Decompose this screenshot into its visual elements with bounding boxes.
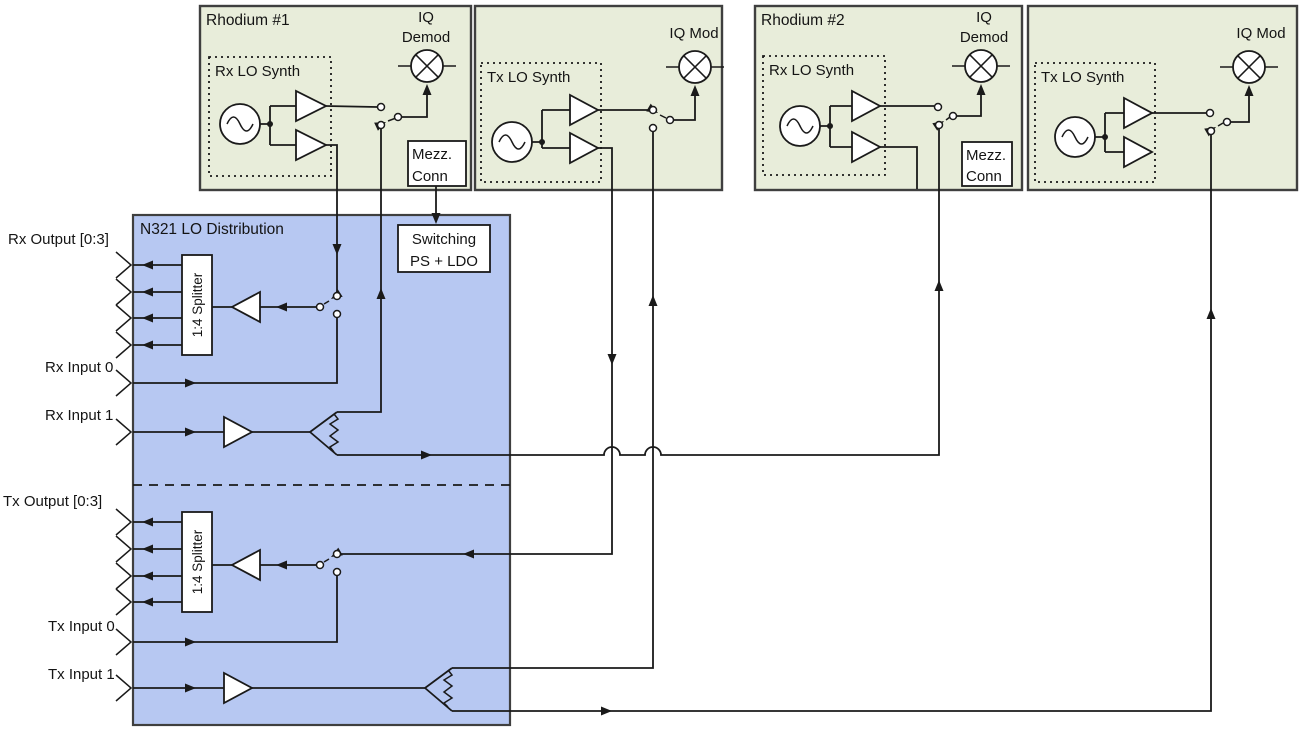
tx-output-wires <box>133 521 182 603</box>
lo-select-switch <box>374 84 432 131</box>
module-rhodium2-tx: Tx LO Synth IQ Mod <box>1026 4 1299 192</box>
rx-source-switch <box>315 289 343 319</box>
mezz-label-line2: Conn <box>966 168 1002 185</box>
psu-label-line1: Switching <box>412 231 476 248</box>
n321-lo-distribution-board: N321 LO Distribution Switching PS + LDO … <box>131 186 512 727</box>
ports: Rx Output [0:3] Rx Input 0 Rx Input 1 Tx… <box>3 231 133 702</box>
rx-splitter: 1:4 Splitter <box>181 254 213 356</box>
rx-lo-synth-label: Rx LO Synth <box>215 63 300 80</box>
amplifier-icon <box>1123 135 1154 169</box>
oscillator-icon <box>1054 116 1096 158</box>
mezz-conn-box: Mezz. Conn <box>407 140 467 187</box>
txin1-to-rh1-mod-wire <box>452 132 654 669</box>
rx-lo-synth-box <box>208 56 332 177</box>
amplifier-icon <box>569 93 600 127</box>
mezz-label-line2: Conn <box>412 168 448 185</box>
tx-source-switch <box>315 547 343 577</box>
distribution-title: N321 LO Distribution <box>140 221 284 238</box>
module-rhodium2-rx: Rhodium #2 Rx LO Synth IQ Demod <box>753 4 1024 192</box>
module-title: Rhodium #2 <box>761 12 845 29</box>
mezz-conn-box: Mezz. Conn <box>961 141 1013 187</box>
tx-input0-wire <box>133 576 338 643</box>
port-chevron-icons <box>115 251 133 702</box>
rh1-rx-export-wire <box>326 144 338 292</box>
mezz-label-line1: Mezz. <box>966 147 1006 164</box>
module-body <box>1026 4 1299 192</box>
rx-input0-label: Rx Input 0 <box>45 359 113 376</box>
rx-resistive-splitter-icon <box>309 411 340 456</box>
module-rhodium1-tx: Tx LO Synth IQ Mod <box>473 4 724 192</box>
amplifier-icon <box>295 128 329 162</box>
tx-input1-label: Tx Input 1 <box>48 666 115 683</box>
amplifier-icon <box>1123 96 1154 130</box>
mixer-label-line1: IQ <box>976 9 992 26</box>
mixer-label: IQ Mod <box>1236 25 1285 42</box>
rx-lo-synth-box <box>762 55 886 176</box>
module-rhodium1-rx: Rhodium #1 Rx LO Synth IQ Demod <box>198 4 473 192</box>
tx-input0-label: Tx Input 0 <box>48 618 115 635</box>
switching-psu-box: Switching PS + LDO <box>397 224 491 273</box>
rx-input0-wire <box>133 318 338 384</box>
oscillator-icon <box>779 105 821 147</box>
rx-lo-synth-label: Rx LO Synth <box>769 62 854 79</box>
mixer-label-line1: IQ <box>418 9 434 26</box>
rx-splitter-label: 1:4 Splitter <box>190 272 205 337</box>
lo-export-stub <box>880 146 918 189</box>
rxin1-to-rh2-demod-wire <box>337 129 940 456</box>
tx1-export-wire <box>341 147 613 555</box>
lo-select-switch <box>1204 85 1254 137</box>
amplifier-icon <box>851 130 882 164</box>
mixer-label-line2: Demod <box>402 29 450 46</box>
tx-lo-synth-box <box>480 62 602 183</box>
amplifier-icon <box>295 89 329 123</box>
mezz-label-line1: Mezz. <box>412 146 452 163</box>
oscillator-icon <box>491 121 533 163</box>
tx-lo-synth-label: Tx LO Synth <box>1041 69 1124 86</box>
tx-resistive-splitter-icon <box>424 667 454 712</box>
mixer-label-line2: Demod <box>960 29 1008 46</box>
psu-label-line2: PS + LDO <box>410 253 478 270</box>
module-title: Rhodium #1 <box>206 12 290 29</box>
rx-output-wires <box>133 264 182 346</box>
iq-demod-mixer-icon: IQ Demod <box>398 9 456 83</box>
mixer-label: IQ Mod <box>669 25 718 42</box>
iq-mod-mixer-icon: IQ Mod <box>1220 25 1286 84</box>
tx-splitter-label: 1:4 Splitter <box>190 529 205 594</box>
interconnect-wires <box>133 129 1216 716</box>
lo-select-switch <box>932 84 986 131</box>
tx-lo-synth-box <box>1034 62 1156 183</box>
oscillator-icon <box>219 103 261 145</box>
tx-lo-synth-label: Tx LO Synth <box>487 69 570 86</box>
iq-demod-mixer-icon: IQ Demod <box>952 9 1010 83</box>
rxin1-to-rh1-demod-wire <box>337 129 382 413</box>
tx-splitter: 1:4 Splitter <box>181 511 213 613</box>
amplifier-icon <box>851 89 882 123</box>
rx-output-label: Rx Output [0:3] <box>8 231 109 248</box>
tx-output-label: Tx Output [0:3] <box>3 493 102 510</box>
lo-select-switch <box>646 85 700 133</box>
amplifier-icon <box>569 131 600 165</box>
iq-mod-mixer-icon: IQ Mod <box>666 25 724 84</box>
txin1-to-rh2-mod-wire <box>452 135 1212 712</box>
rx-input1-label: Rx Input 1 <box>45 407 113 424</box>
